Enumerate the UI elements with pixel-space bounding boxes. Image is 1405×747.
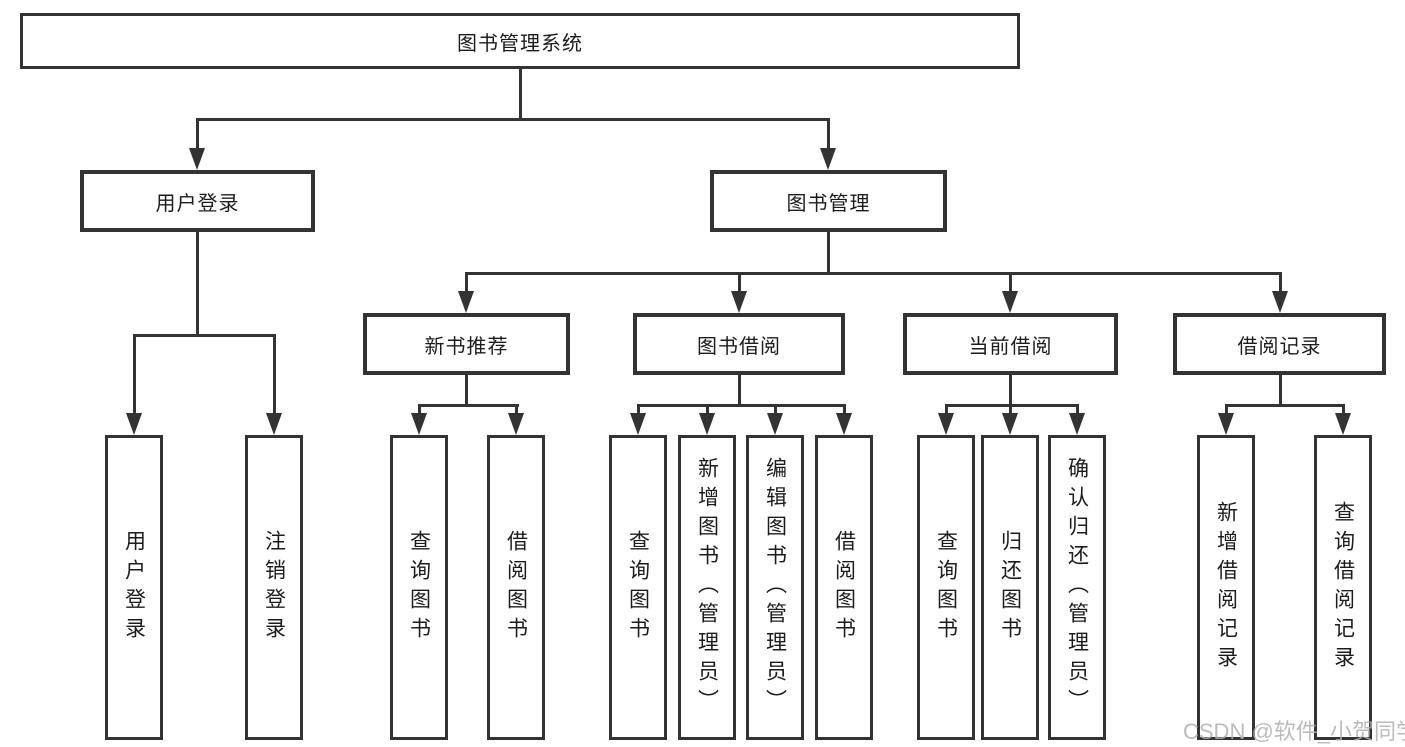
connector-drop-leaf-query-book-1 xyxy=(418,404,421,415)
arrowhead-leaf-edit-book xyxy=(767,413,783,435)
arrowhead-book-borrow xyxy=(731,291,747,313)
node-book-borrow: 图书借阅 xyxy=(633,313,845,375)
leaf-return-book-label: 归还图书 xyxy=(998,529,1022,646)
connector-drop-book-borrow xyxy=(738,272,741,293)
node-borrow-record: 借阅记录 xyxy=(1173,313,1386,375)
arrowhead-borrow-record xyxy=(1272,291,1288,313)
leaf-query-book-recommend-label: 查询图书 xyxy=(407,529,431,646)
node-current-borrow: 当前借阅 xyxy=(903,313,1118,375)
leaf-edit-book-admin: 编辑图书（管理员） xyxy=(746,435,804,740)
connector-current-borrow-stem xyxy=(1009,375,1012,407)
node-user-login-label: 用户登录 xyxy=(155,192,240,215)
leaf-logout-label: 注销登录 xyxy=(262,529,286,646)
leaf-add-borrow-record-label: 新增借阅记录 xyxy=(1214,500,1238,675)
leaf-add-book-admin: 新增图书（管理员） xyxy=(678,435,736,740)
csdn-watermark: CSDN @软件_小贺同学 xyxy=(1183,719,1405,744)
connector-drop-leaf-add-book xyxy=(706,404,709,415)
connector-user-login-stem xyxy=(196,232,199,337)
arrowhead-leaf-confirm-return xyxy=(1069,413,1085,435)
leaf-confirm-return-admin-label: 确认归还（管理员） xyxy=(1065,457,1089,718)
node-book-borrow-label: 图书借阅 xyxy=(697,335,781,358)
leaf-query-borrow-record-label: 查询借阅记录 xyxy=(1331,500,1355,675)
node-new-book-recommend: 新书推荐 xyxy=(363,313,570,375)
node-book-management-label: 图书管理 xyxy=(786,192,871,215)
connector-borrow-record-stem xyxy=(1279,375,1282,407)
connector-root-stem xyxy=(519,69,522,120)
connector-drop-user-login xyxy=(196,118,199,150)
leaf-logout: 注销登录 xyxy=(245,435,303,740)
arrowhead-leaf-return-book xyxy=(1002,413,1018,435)
connector-drop-leaf-add-borrow-record xyxy=(1225,404,1228,415)
leaf-return-book: 归还图书 xyxy=(981,435,1039,740)
leaf-add-book-admin-label: 新增图书（管理员） xyxy=(695,457,719,718)
arrowhead-leaf-borrow-book-2 xyxy=(836,413,852,435)
connector-new-book-recommend-bar xyxy=(418,404,519,407)
connector-drop-current-borrow xyxy=(1009,272,1012,293)
connector-book-management-bar xyxy=(465,272,1282,275)
leaf-query-borrow-record: 查询借阅记录 xyxy=(1314,435,1372,740)
arrowhead-user-login xyxy=(189,148,205,170)
connector-drop-new-book-recommend xyxy=(465,272,468,293)
connector-drop-leaf-confirm-return xyxy=(1076,404,1079,415)
arrowhead-leaf-add-borrow-record xyxy=(1218,413,1234,435)
arrowhead-book-management xyxy=(820,148,836,170)
leaf-borrow-book: 借阅图书 xyxy=(815,435,873,740)
connector-current-borrow-bar xyxy=(945,404,1079,407)
arrowhead-leaf-query-book-3 xyxy=(938,413,954,435)
connector-drop-leaf-borrow-book-2 xyxy=(843,404,846,415)
connector-drop-leaf-return-book xyxy=(1009,404,1012,415)
arrowhead-leaf-add-book xyxy=(699,413,715,435)
connector-drop-leaf-query-book-3 xyxy=(945,404,948,415)
connector-drop-leaf-login xyxy=(133,334,136,415)
arrowhead-new-book-recommend xyxy=(458,291,474,313)
leaf-borrow-book-recommend-label: 借阅图书 xyxy=(504,529,528,646)
connector-drop-leaf-logout xyxy=(273,334,276,415)
connector-drop-borrow-record xyxy=(1279,272,1282,293)
leaf-user-login-label: 用户登录 xyxy=(122,529,146,646)
connector-book-borrow-stem xyxy=(738,375,741,407)
leaf-confirm-return-admin: 确认归还（管理员） xyxy=(1048,435,1106,740)
node-root-library-system: 图书管理系统 xyxy=(20,13,1020,69)
arrowhead-leaf-query-book-1 xyxy=(411,413,427,435)
connector-drop-leaf-edit-book xyxy=(774,404,777,415)
node-root-label: 图书管理系统 xyxy=(457,32,583,55)
node-user-login: 用户登录 xyxy=(80,170,315,232)
leaf-query-book-borrow: 查询图书 xyxy=(609,435,667,740)
connector-drop-book-management xyxy=(827,118,830,150)
leaf-query-book-borrow-label: 查询图书 xyxy=(626,529,650,646)
arrowhead-leaf-borrow-book-1 xyxy=(508,413,524,435)
connector-drop-leaf-borrow-book-1 xyxy=(515,404,518,415)
connector-new-book-recommend-stem xyxy=(465,375,468,407)
node-borrow-record-label: 借阅记录 xyxy=(1237,335,1322,358)
node-current-borrow-label: 当前借阅 xyxy=(968,335,1053,358)
arrowhead-leaf-login xyxy=(126,413,142,435)
connector-book-management-stem xyxy=(827,232,830,275)
leaf-add-borrow-record: 新增借阅记录 xyxy=(1197,435,1255,740)
leaf-query-book-current: 查询图书 xyxy=(917,435,975,740)
connector-borrow-record-bar xyxy=(1225,404,1345,407)
arrowhead-leaf-query-borrow-record xyxy=(1335,413,1351,435)
connector-drop-leaf-query-borrow-record xyxy=(1342,404,1345,415)
node-book-management: 图书管理 xyxy=(710,170,947,232)
connector-book-borrow-bar xyxy=(637,404,846,407)
arrowhead-current-borrow xyxy=(1002,291,1018,313)
connector-user-login-bar xyxy=(133,334,276,337)
connector-drop-leaf-query-book-2 xyxy=(637,404,640,415)
leaf-query-book-recommend: 查询图书 xyxy=(390,435,448,740)
arrowhead-leaf-logout xyxy=(266,413,282,435)
leaf-user-login: 用户登录 xyxy=(105,435,163,740)
leaf-query-book-current-label: 查询图书 xyxy=(934,529,958,646)
node-new-book-recommend-label: 新书推荐 xyxy=(424,335,509,358)
connector-root-bar xyxy=(196,118,830,121)
leaf-borrow-book-recommend: 借阅图书 xyxy=(487,435,545,740)
arrowhead-leaf-query-book-2 xyxy=(630,413,646,435)
leaf-edit-book-admin-label: 编辑图书（管理员） xyxy=(763,457,787,718)
leaf-borrow-book-label: 借阅图书 xyxy=(832,529,856,646)
